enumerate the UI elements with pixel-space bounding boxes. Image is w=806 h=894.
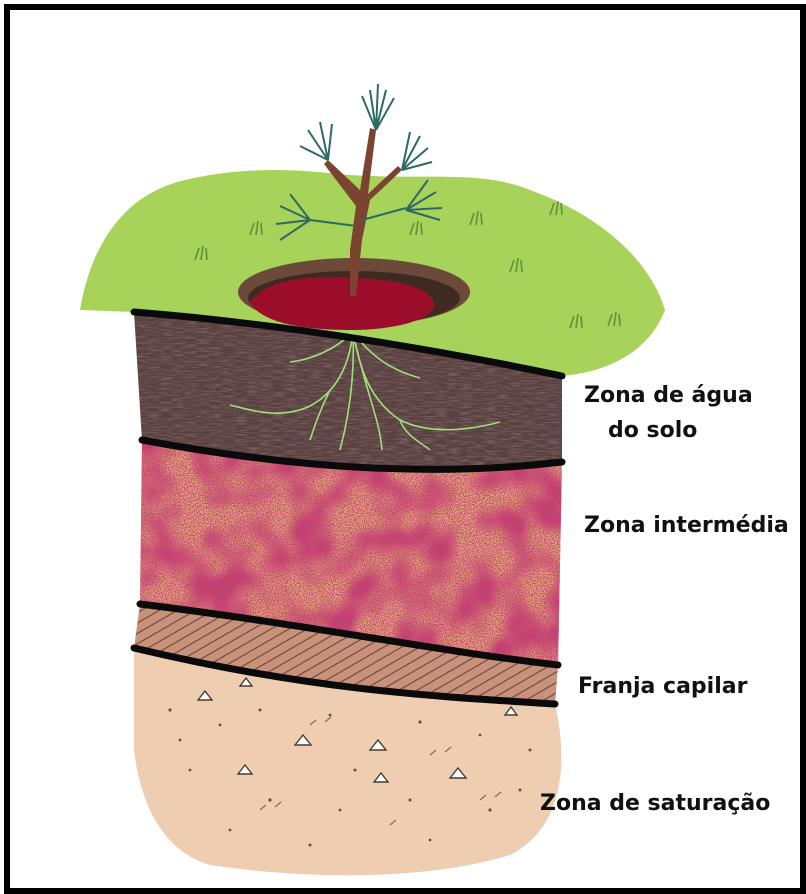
label-soil-water-zone-line1: Zona de água <box>584 383 753 408</box>
label-capillary-fringe: Franja capilar <box>578 674 748 699</box>
label-saturation-zone: Zona de saturação <box>540 791 770 816</box>
diagram-frame: Zona de água do solo Zona intermédia Fra… <box>4 4 806 894</box>
label-soil-water-zone-line2: do solo <box>608 418 697 443</box>
soil-profile-diagram: Zona de água do solo Zona intermédia Fra… <box>10 10 800 888</box>
label-intermediate-zone: Zona intermédia <box>584 513 789 538</box>
